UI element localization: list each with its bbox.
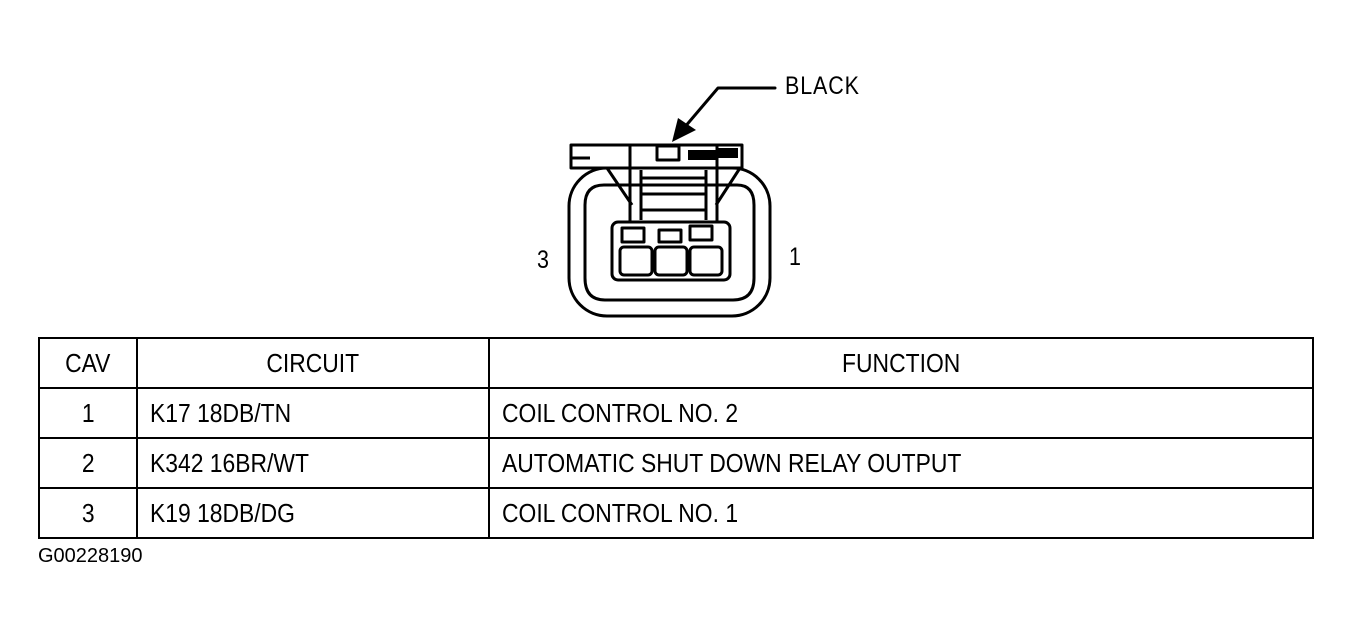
connector-diagram: BLACK 3 1 <box>537 72 860 318</box>
cell-circuit: K19 18DB/DG <box>136 487 490 539</box>
pin-label-right: 1 <box>789 243 801 271</box>
table-row: 3 K19 18DB/DG COIL CONTROL NO. 1 <box>38 487 1314 539</box>
cell-circuit: K17 18DB/TN <box>136 387 490 439</box>
table-header-row: CAV CIRCUIT FUNCTION <box>38 337 1314 389</box>
header-function: FUNCTION <box>488 337 1314 389</box>
cavity-1 <box>688 245 724 277</box>
header-cav: CAV <box>38 337 138 389</box>
callout-arrowhead <box>672 118 696 142</box>
cell-cav: 3 <box>38 487 138 539</box>
cell-function: COIL CONTROL NO. 2 <box>488 387 1314 439</box>
connector-color-label: BLACK <box>785 72 860 100</box>
cavity-2 <box>653 245 689 277</box>
table-row: 2 K342 16BR/WT AUTOMATIC SHUT DOWN RELAY… <box>38 437 1314 489</box>
connector-drawing <box>567 86 777 318</box>
cavity-3 <box>618 245 654 277</box>
cell-cav: 1 <box>38 387 138 439</box>
connector-inner-shell <box>583 183 756 302</box>
cell-circuit: K342 16BR/WT <box>136 437 490 489</box>
cell-cav: 2 <box>38 437 138 489</box>
terminal-housing <box>610 220 732 282</box>
figure-id: G00228190 <box>38 545 143 567</box>
cell-function: COIL CONTROL NO. 1 <box>488 487 1314 539</box>
callout-leader <box>682 86 777 130</box>
cell-function: AUTOMATIC SHUT DOWN RELAY OUTPUT <box>488 437 1314 489</box>
pin-label-left: 3 <box>537 246 549 274</box>
connector-latch-bar <box>569 143 744 170</box>
pinout-table: CAV CIRCUIT FUNCTION 1 K17 18DB/TN COIL … <box>38 337 1314 539</box>
table-row: 1 K17 18DB/TN COIL CONTROL NO. 2 <box>38 387 1314 439</box>
header-circuit: CIRCUIT <box>136 337 490 389</box>
